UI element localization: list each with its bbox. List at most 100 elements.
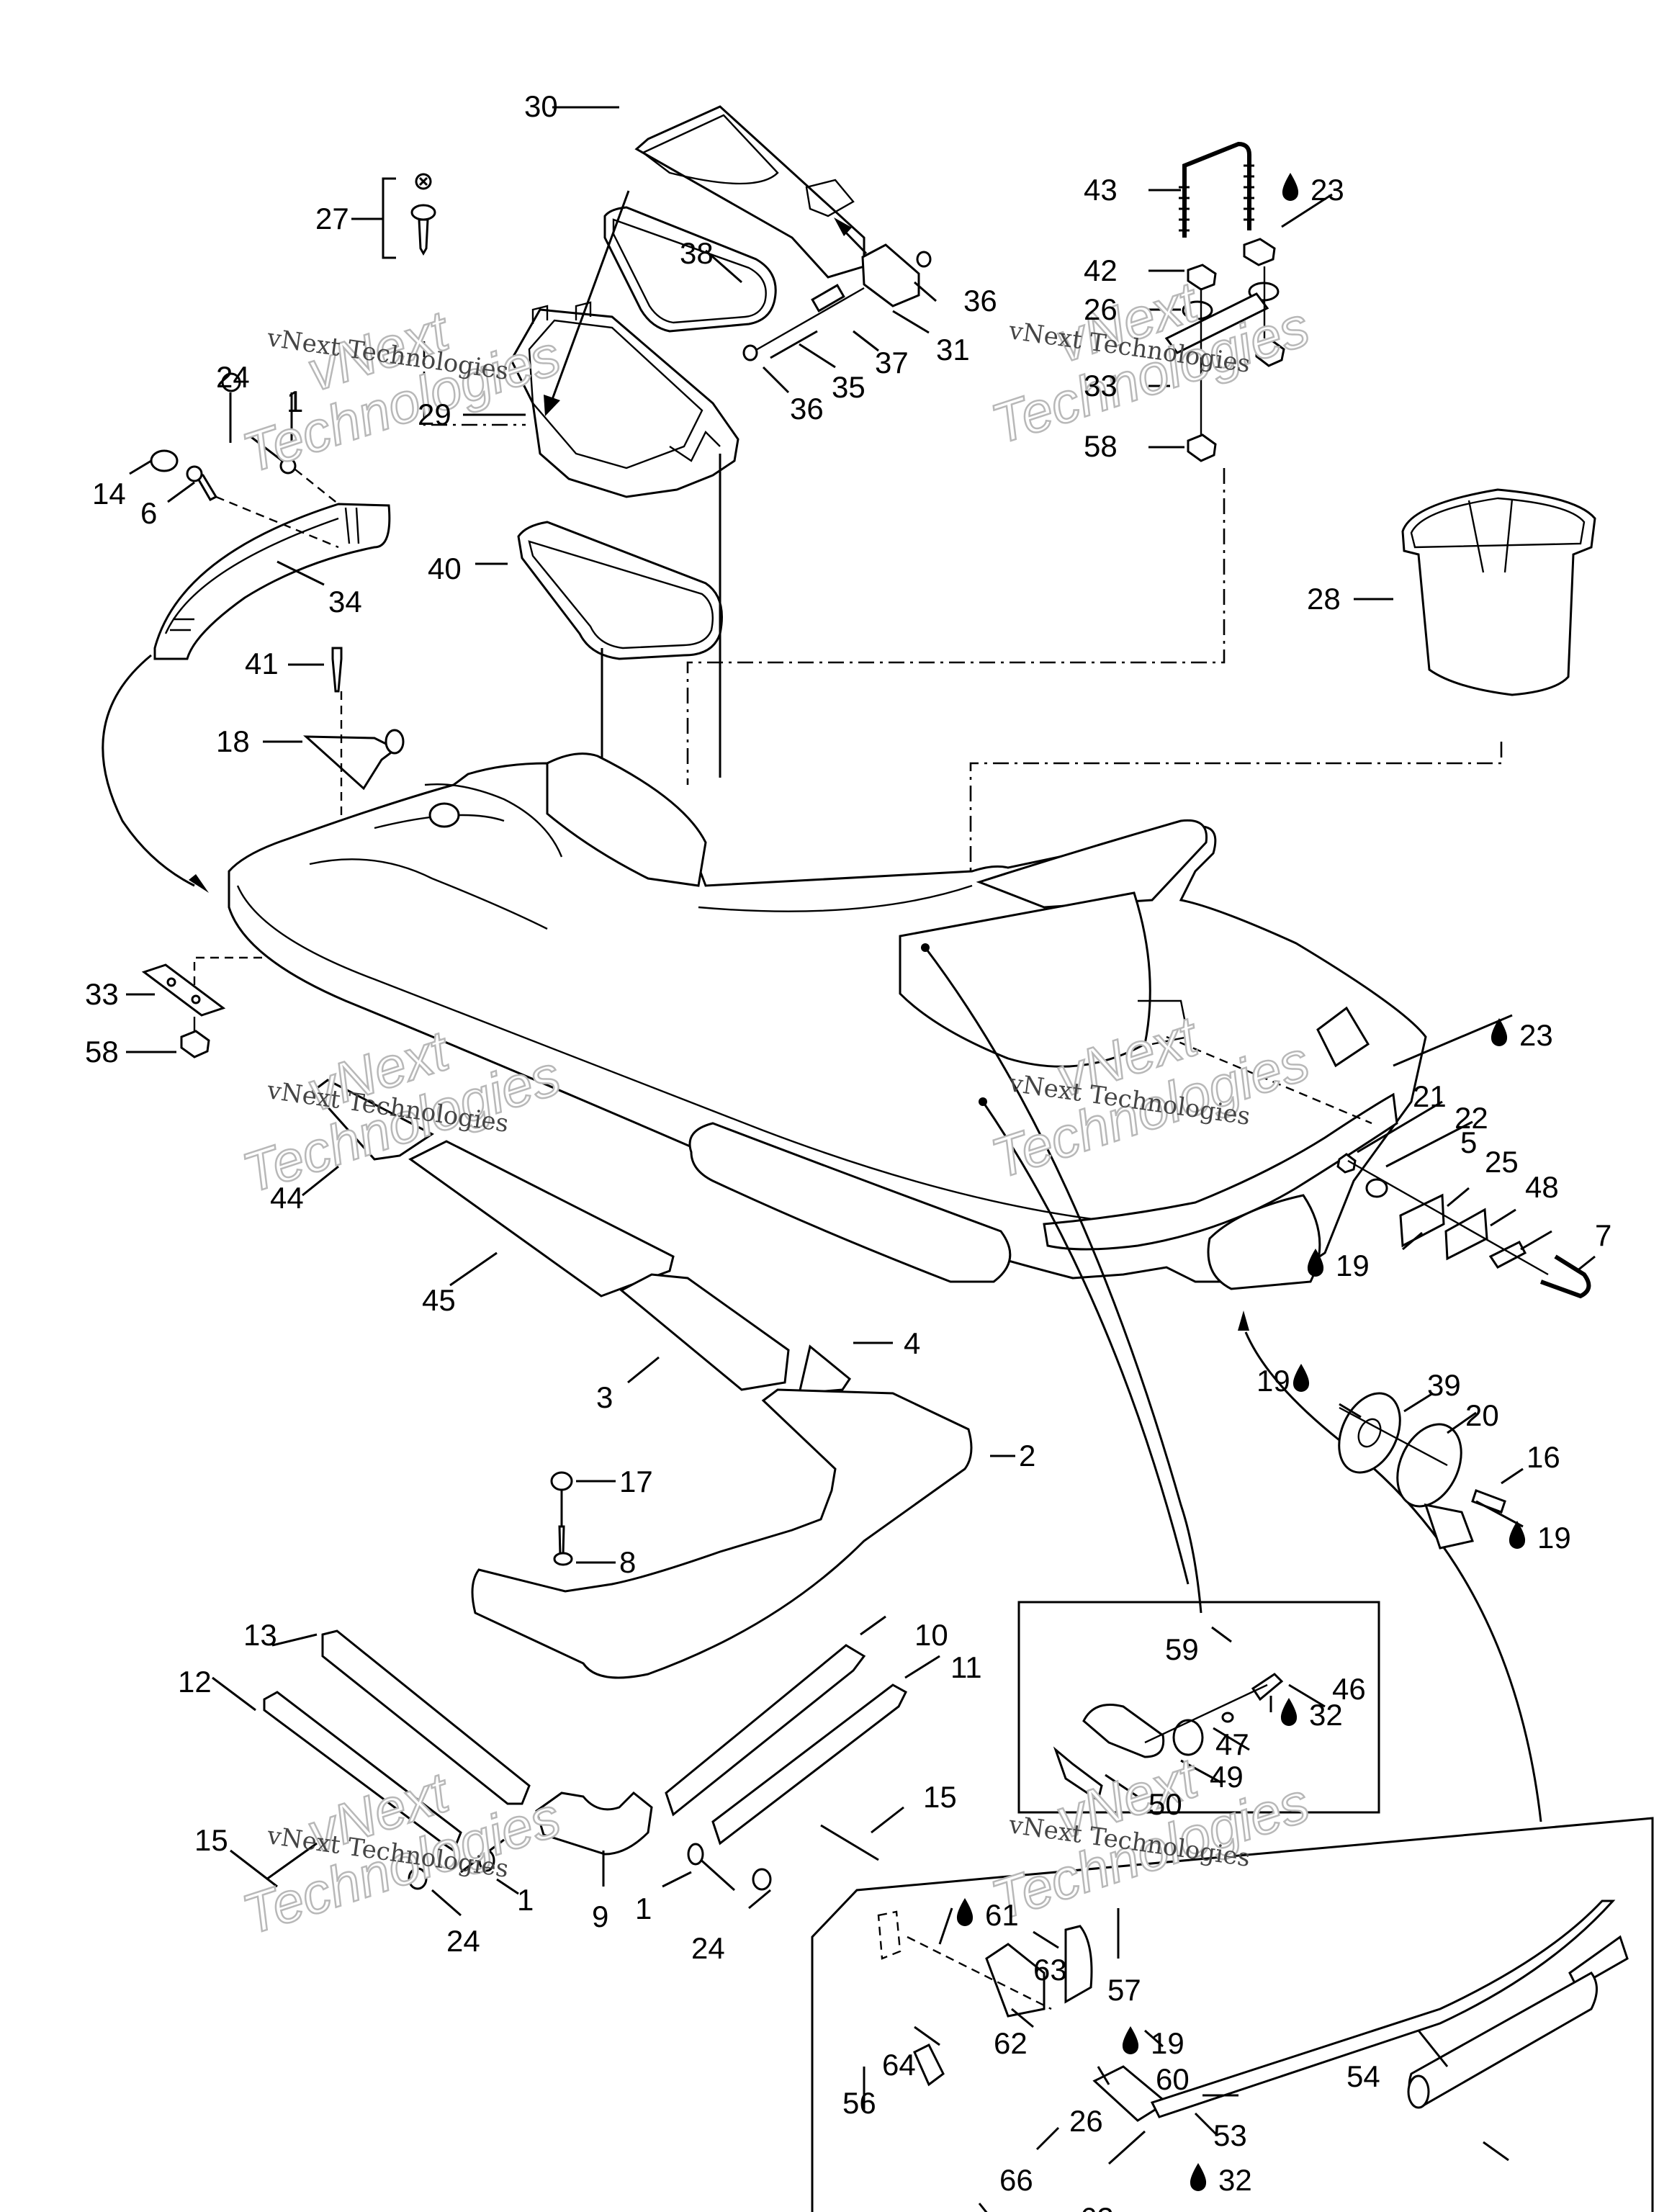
callout-46-screw: 46 [1332, 1672, 1366, 1706]
callout-66-pin: 66 [999, 2163, 1033, 2197]
callout-19-sealant: 19 [1256, 1364, 1290, 1398]
callout-53-screw: 53 [1213, 2118, 1247, 2152]
callout-1-rivet: 1 [635, 1892, 652, 1925]
callout-48-hook: 48 [1525, 1170, 1559, 1204]
callout-61-adhesive: 61 [985, 1898, 1019, 1932]
callout-leaders [126, 106, 1596, 2212]
transom-hardware [1336, 1153, 1591, 1299]
callout-45-mat: 45 [422, 1283, 456, 1317]
sealant-drop-icon [1280, 1698, 1298, 1726]
callout-57-nut: 57 [1107, 1973, 1141, 2007]
callout-54-reboarding-step: 54 [1346, 2059, 1380, 2093]
callout-23-threadlocker: 23 [1310, 173, 1344, 207]
rivets-bottom [266, 1824, 879, 1892]
callout-16-screw: 16 [1527, 1440, 1560, 1474]
push-rivet-27 [351, 173, 436, 259]
callout-22-washer: 22 [1455, 1101, 1488, 1135]
grab-handle-34 [153, 503, 391, 660]
cover-seal-38 [603, 206, 777, 333]
callout-30-storage-cover: 30 [524, 89, 558, 123]
callout-33-backing-plate: 33 [1084, 369, 1118, 403]
callout-19-sealant: 19 [1537, 1521, 1571, 1555]
callout-4-mat: 4 [904, 1326, 920, 1360]
sealant-drop-icon [1292, 1364, 1310, 1392]
callout-36-washer: 36 [963, 284, 997, 318]
callout-19-sealant: 19 [1336, 1249, 1370, 1282]
mat-3 [619, 1273, 790, 1391]
callout-33-backing-plate: 33 [85, 977, 119, 1011]
callout-35-pin: 35 [832, 370, 866, 404]
callout-56-bolt: 56 [842, 2086, 876, 2120]
drain-plug-assembly [1338, 1392, 1506, 1550]
callout-12-rail-insert: 12 [178, 1665, 212, 1699]
callout-17-cap: 17 [619, 1465, 653, 1498]
callout-37-spring: 37 [875, 346, 909, 379]
rivet-8-cap-17 [550, 1471, 573, 1566]
callout-41-bolt: 41 [245, 647, 279, 680]
callout-62-bracket: 62 [994, 2026, 1028, 2060]
callout-3-mat: 3 [596, 1380, 613, 1414]
callout-62-bracket: 62 [1080, 2201, 1114, 2212]
callout-25-plate: 25 [1485, 1145, 1519, 1179]
fasteners-handle [150, 372, 339, 549]
sealant-drop-icon [1491, 1018, 1508, 1046]
callout-9-corner-bumper: 9 [592, 1899, 608, 1933]
callout-60-screw: 60 [1156, 2062, 1190, 2096]
callout-55-handle-grip: 55 [1534, 2206, 1568, 2212]
callout-59-washer: 59 [1165, 1632, 1199, 1666]
sealant-drop-icon [1282, 173, 1299, 201]
callout-24-cap: 24 [446, 1924, 480, 1958]
callout-32-threadlocker: 32 [1218, 2163, 1252, 2197]
assembly-arrow-left [102, 654, 209, 893]
callout-63-plate: 63 [1033, 1953, 1067, 1987]
callout-5-plate: 5 [1460, 1125, 1477, 1159]
callout-49-housing: 49 [1210, 1760, 1244, 1794]
callout-58-nut: 58 [1084, 429, 1118, 463]
callout-64-plate: 64 [882, 2048, 916, 2082]
callout-26-washer: 26 [1069, 2104, 1103, 2138]
callout-13-bumper-rail: 13 [243, 1618, 277, 1652]
callout-21-nut: 21 [1413, 1079, 1447, 1113]
callout-39-gasket: 39 [1427, 1368, 1461, 1402]
callout-1-rivet: 1 [287, 385, 303, 418]
storage-basket-28 [1401, 488, 1596, 696]
sealant-drop-icon [956, 1898, 974, 1926]
bumper-rails [263, 1629, 907, 1856]
hull [228, 752, 1427, 1614]
callout-19-sealant: 19 [1151, 2026, 1184, 2060]
callout-11-rail-insert: 11 [950, 1650, 982, 1684]
callout-50-hook: 50 [1148, 1787, 1182, 1821]
callout-28-storage-basket: 28 [1307, 582, 1341, 616]
u-bolt-assembly-right [1164, 141, 1285, 462]
callout-23-threadlocker: 23 [1519, 1018, 1553, 1052]
callout-24-cap: 24 [691, 1931, 725, 1965]
callout-15-rivet: 15 [923, 1780, 957, 1814]
callout-40-bin-gasket: 40 [428, 552, 462, 585]
callout-34-grab-handle: 34 [328, 585, 362, 619]
bin-gasket-40 [517, 521, 723, 660]
callout-2-mat: 2 [1019, 1439, 1035, 1473]
callout-10-bumper-rail: 10 [914, 1618, 948, 1652]
callout-7-u-bolt: 7 [1595, 1218, 1611, 1252]
inset-reboarding-step [811, 1817, 1654, 2212]
callout-38-cover-seal: 38 [680, 236, 714, 270]
sealant-drop-icon [1190, 2163, 1207, 2191]
callout-47-spacer: 47 [1215, 1727, 1249, 1761]
callout-58-nut: 58 [85, 1035, 119, 1069]
callout-18-bracket: 18 [216, 724, 250, 758]
sealant-drop-icon [1509, 1521, 1526, 1549]
callout-14-cap: 14 [92, 477, 126, 511]
callout-6-screw: 6 [140, 496, 157, 530]
callout-27-push-rivet: 27 [315, 202, 349, 235]
callout-36-washer: 36 [790, 392, 824, 426]
callout-31-latch: 31 [936, 333, 970, 367]
mat-45 [408, 1140, 675, 1298]
latch-assembly [742, 243, 932, 361]
assembly-arrow-right [1238, 1310, 1542, 1822]
callout-42-nut: 42 [1084, 253, 1118, 287]
mat-44 [311, 1079, 434, 1161]
callout-15-rivet: 15 [194, 1823, 228, 1857]
callout-43-u-bolt: 43 [1084, 173, 1118, 207]
